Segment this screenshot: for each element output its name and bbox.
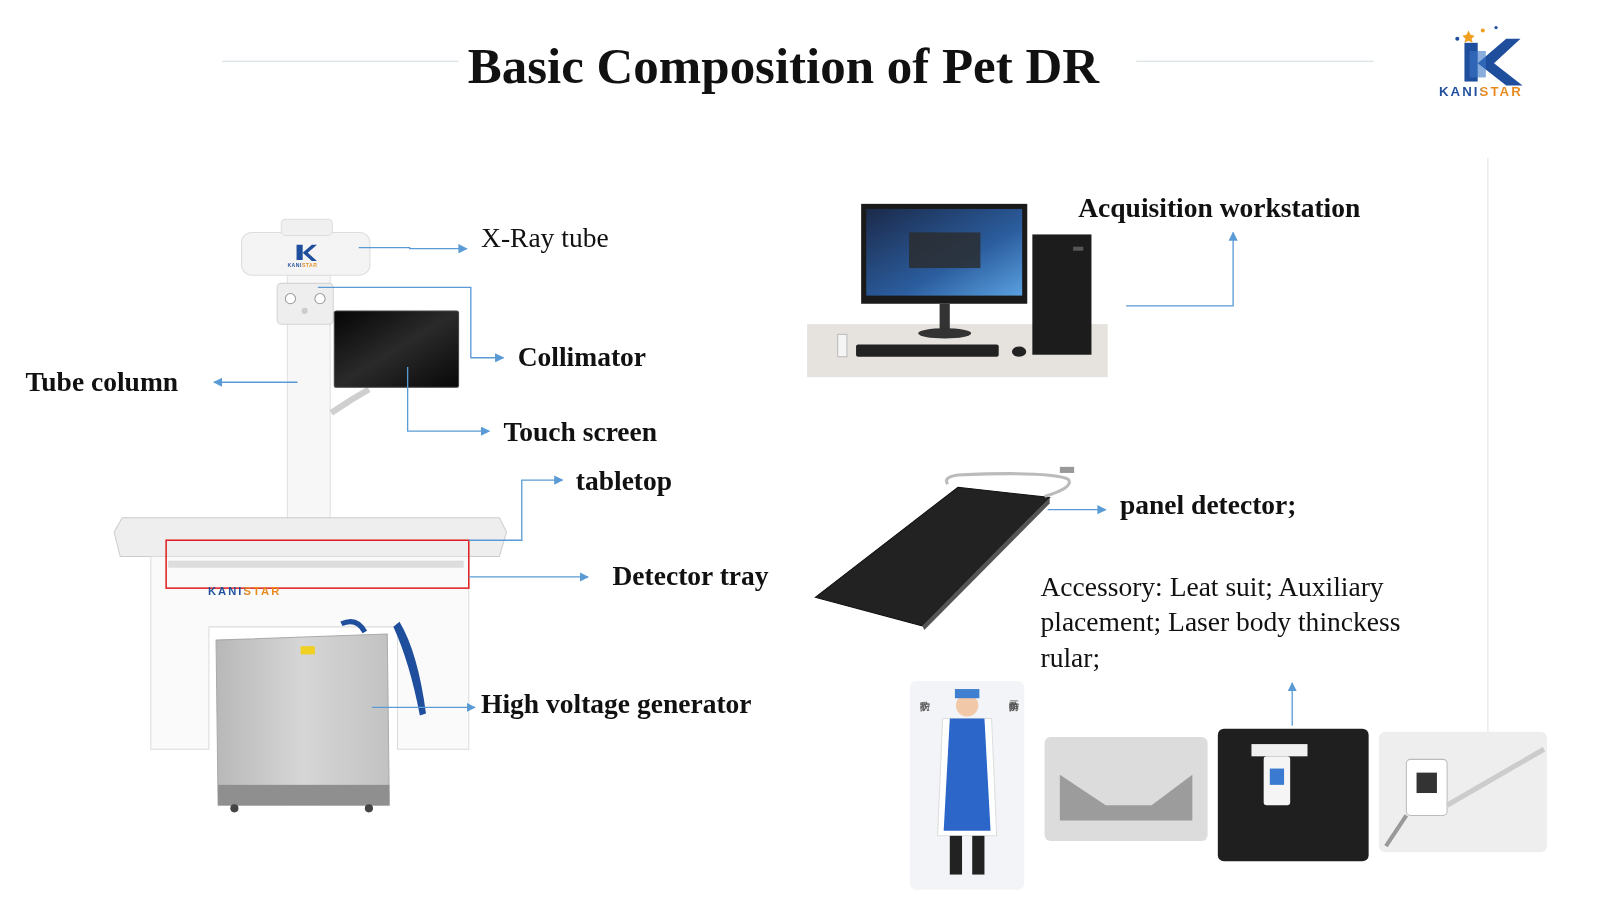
part-label: X-Ray tube — [481, 223, 609, 255]
brand-logo: KANISTAR — [1439, 84, 1523, 99]
part-label: Collimator — [518, 342, 646, 374]
leader-line — [214, 232, 1292, 725]
brand-mark: KANISTAR — [287, 262, 317, 268]
diagram-title: Basic Composition of Pet DR — [468, 36, 1099, 95]
xray-machine — [114, 219, 506, 812]
panel-detector-illustration — [815, 467, 1074, 630]
accessory-note: Accessory: Leat suit; Auxiliary placemen… — [1041, 569, 1447, 676]
part-label: Tube column — [25, 366, 178, 398]
workstation-illustration — [807, 204, 1108, 377]
part-label: Detector tray — [612, 560, 768, 592]
part-label: Touch screen — [503, 416, 657, 448]
brand-mark: KANISTAR — [208, 585, 281, 597]
part-label: panel detector; — [1120, 490, 1297, 522]
logo-emblem — [1455, 26, 1522, 86]
accessory-photos — [910, 681, 1547, 890]
part-label: Acquisition workstation — [1078, 192, 1360, 224]
part-label: tabletop — [576, 465, 672, 497]
part-label: High voltage generator — [481, 689, 752, 721]
